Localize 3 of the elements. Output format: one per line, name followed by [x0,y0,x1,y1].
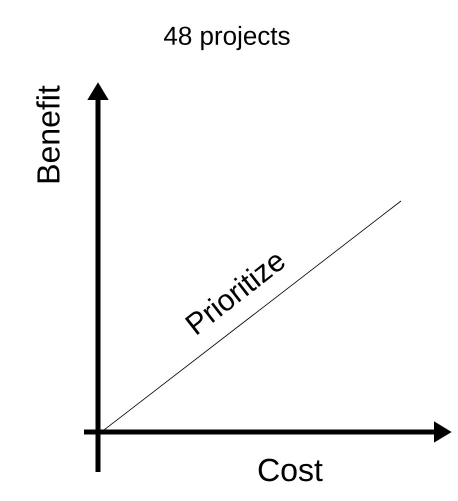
axis-label: Benefit [36,85,60,182]
title: 48 projects [164,26,290,50]
axis-label: Cost [258,458,323,482]
